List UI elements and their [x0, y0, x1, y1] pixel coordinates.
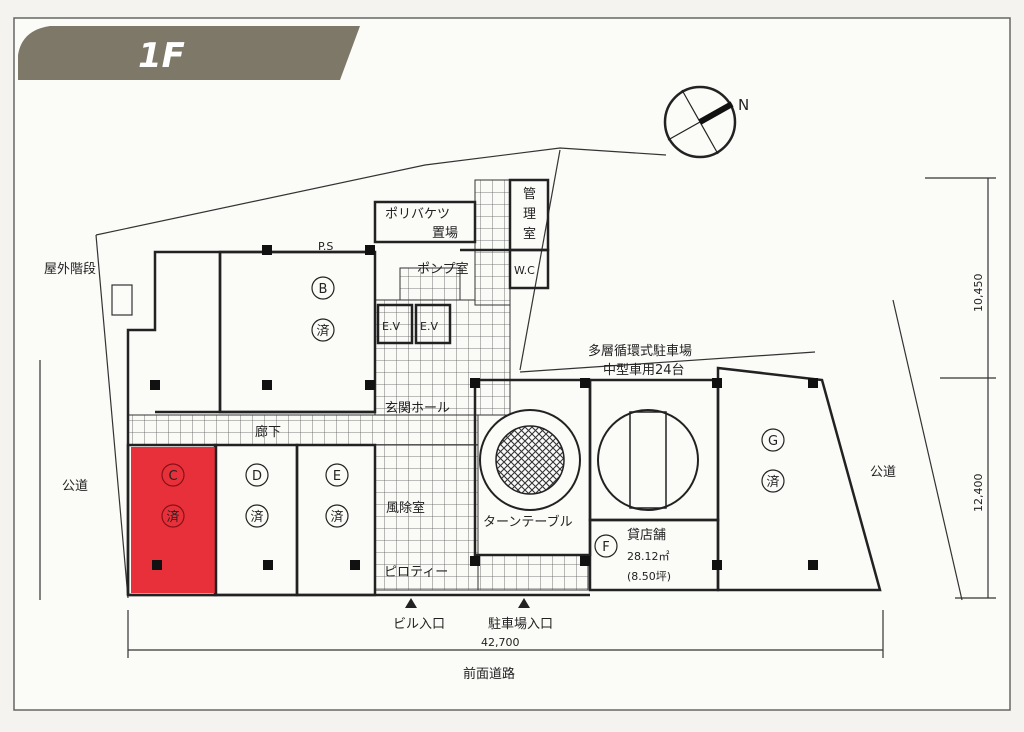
entrance-hall-label: 玄関ホール	[385, 401, 450, 416]
floor-title: 1F	[138, 36, 185, 76]
site-boundary-mid	[519, 149, 561, 371]
ev-1	[376, 303, 414, 345]
wc-label: W.C	[514, 264, 535, 277]
compass-icon	[663, 85, 737, 159]
piloti-label: ピロティー	[384, 565, 448, 580]
car-lift-platform	[629, 411, 667, 509]
unit-c-label[interactable]: C	[168, 469, 177, 484]
wc-room	[508, 248, 550, 290]
corridor	[127, 414, 479, 446]
poly-bucket-room	[373, 200, 477, 244]
outdoor-stairs-icon	[111, 284, 133, 316]
ev-2	[414, 303, 452, 345]
floor-banner	[18, 26, 360, 80]
poly-bucket-label-1: ポリバケツ	[385, 207, 450, 222]
unit-g-room	[716, 366, 882, 592]
unit-g-label[interactable]: G	[768, 434, 778, 449]
unit-e-circle	[325, 463, 349, 487]
poly-bucket-label-2: 置場	[432, 226, 458, 241]
corridor-label: 廊下	[255, 424, 281, 440]
pump-room-label: ポンプ室	[417, 261, 469, 277]
north-label: N	[738, 96, 749, 114]
unit-b-status: 済	[316, 323, 329, 339]
depth-dimension-lower: 12,400	[972, 474, 985, 513]
parking-label-2: 中型車用24台	[603, 363, 685, 378]
unit-c-highlight[interactable]	[131, 447, 216, 593]
admin-room-label-2: 理	[523, 207, 536, 222]
car-lift-icon	[597, 409, 699, 511]
admin-room-label-3: 室	[523, 226, 536, 242]
building-entrance-arrow-icon	[405, 598, 417, 608]
unit-e-label[interactable]: E	[333, 469, 341, 484]
windbreak-area	[374, 444, 479, 591]
unit-b-circle	[311, 276, 335, 300]
turntable-core	[495, 425, 565, 495]
unit-c-circle	[161, 463, 185, 487]
unit-c-room	[126, 443, 218, 597]
unit-g-status: 済	[766, 474, 779, 490]
ps-label: P.S	[318, 240, 333, 253]
unit-f-label[interactable]: F	[602, 540, 609, 555]
unit-b-label[interactable]: B	[319, 282, 328, 297]
depth-dimension-upper: 10,450	[972, 274, 985, 313]
stair-area	[399, 267, 461, 301]
parking-entrance-label: 駐車場入口	[488, 617, 553, 632]
width-dimension: 42,700	[481, 636, 520, 649]
unit-e-room	[295, 443, 377, 597]
entrance-hall	[374, 299, 511, 416]
unit-f-circle	[594, 534, 618, 558]
unit-d-circle	[245, 463, 269, 487]
parking-label-1: 多層循環式駐車場	[588, 343, 692, 359]
public-road-right-label: 公道	[870, 465, 896, 480]
admin-room-label-1: 管	[523, 187, 536, 202]
unit-c-status: 済	[166, 509, 179, 525]
ev-1-label: E.V	[382, 320, 400, 333]
ev-2-label: E.V	[420, 320, 438, 333]
unit-f-area: 28.12㎡	[627, 550, 670, 563]
hall-strip	[474, 179, 511, 306]
unit-g-circle	[761, 428, 785, 452]
front-road-label: 前面道路	[463, 666, 515, 682]
site-boundary-left	[95, 234, 129, 599]
parking-entrance-arrow-icon	[518, 598, 530, 608]
unit-f-tsubo: (8.50坪)	[627, 570, 671, 583]
public-road-left-label: 公道	[62, 479, 88, 494]
parking-boundary	[519, 351, 816, 373]
turntable-label: ターンテーブル	[483, 514, 573, 530]
building-entrance-label: ビル入口	[393, 617, 445, 632]
unit-d-status: 済	[250, 509, 263, 525]
unit-d-label[interactable]: D	[252, 469, 262, 484]
road-edge-right	[892, 299, 963, 601]
windbreak-label: 風除室	[386, 500, 425, 516]
piloti-area	[477, 554, 589, 591]
drawing-frame	[13, 17, 1011, 711]
unit-f-name: 貸店舗	[627, 527, 666, 543]
structural-columns	[150, 245, 818, 570]
site-boundary-top	[95, 147, 667, 236]
unit-e-status: 済	[330, 509, 343, 525]
outdoor-stairs-label: 屋外階段	[44, 262, 96, 277]
